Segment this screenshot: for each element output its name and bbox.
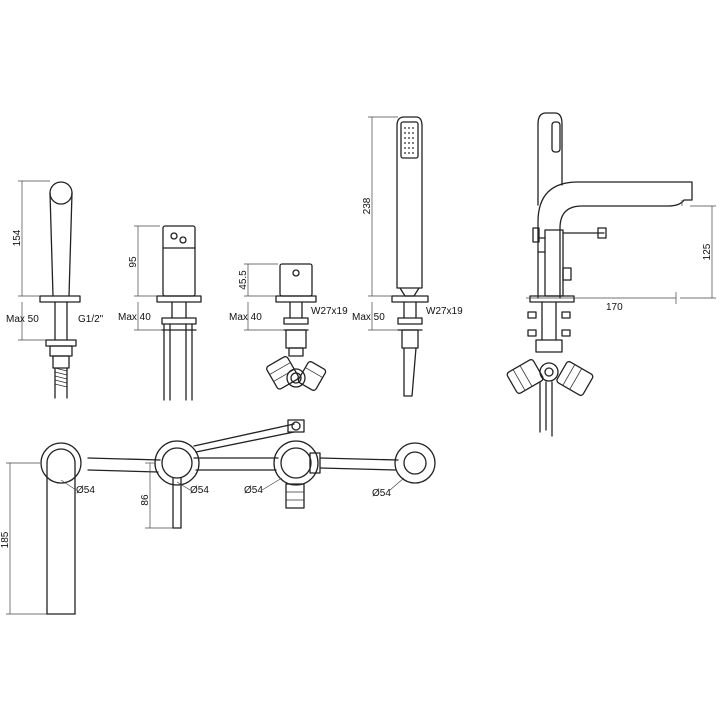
plan-view: Ø54 185 Ø54 86 <box>0 419 436 615</box>
diverter-height-label: 45.5 <box>238 270 249 290</box>
diverter-max-label: Max 40 <box>229 312 262 323</box>
plan-spout-diam-label: Ø54 <box>76 485 95 496</box>
plan-valve-length-label: 86 <box>140 494 151 506</box>
plan-shower: Ø54 <box>372 442 436 499</box>
side-height-label: 125 <box>702 243 713 260</box>
shower-height-label: 238 <box>362 197 373 214</box>
side-view-assembly: 170 125 <box>506 112 716 437</box>
diverter-thread-label: W27x19 <box>311 306 348 317</box>
plan-diverter: Ø54 <box>244 419 321 509</box>
valve-max-label: Max 40 <box>118 312 151 323</box>
valve-height-label: 95 <box>128 256 139 268</box>
plan-spout-length-label: 185 <box>0 531 11 548</box>
side-reach-label: 170 <box>606 302 623 313</box>
shower-max-label: Max 50 <box>352 312 385 323</box>
shower-thread-label: W27x19 <box>426 306 463 317</box>
plan-valve-diam-label: Ø54 <box>190 485 209 496</box>
spout-max-label: Max 50 <box>6 314 39 325</box>
plan-valve: Ø54 86 <box>140 440 209 529</box>
spout-elevation: 154 Max 50 G1/2" <box>6 180 104 399</box>
diverter-elevation: 45.5 Max 40 W27x19 <box>229 263 348 391</box>
plan-shower-diam-label: Ø54 <box>372 488 391 499</box>
valve-elevation: 95 Max 40 <box>118 225 202 401</box>
plan-spout: Ø54 185 <box>0 442 95 615</box>
plan-diverter-diam-label: Ø54 <box>244 485 263 496</box>
spout-height-label: 154 <box>12 229 23 246</box>
spout-thread-label: G1/2" <box>78 314 104 325</box>
hand-shower-elevation: 238 Max 50 W27x19 <box>352 116 463 397</box>
shower-nozzles <box>404 127 414 154</box>
